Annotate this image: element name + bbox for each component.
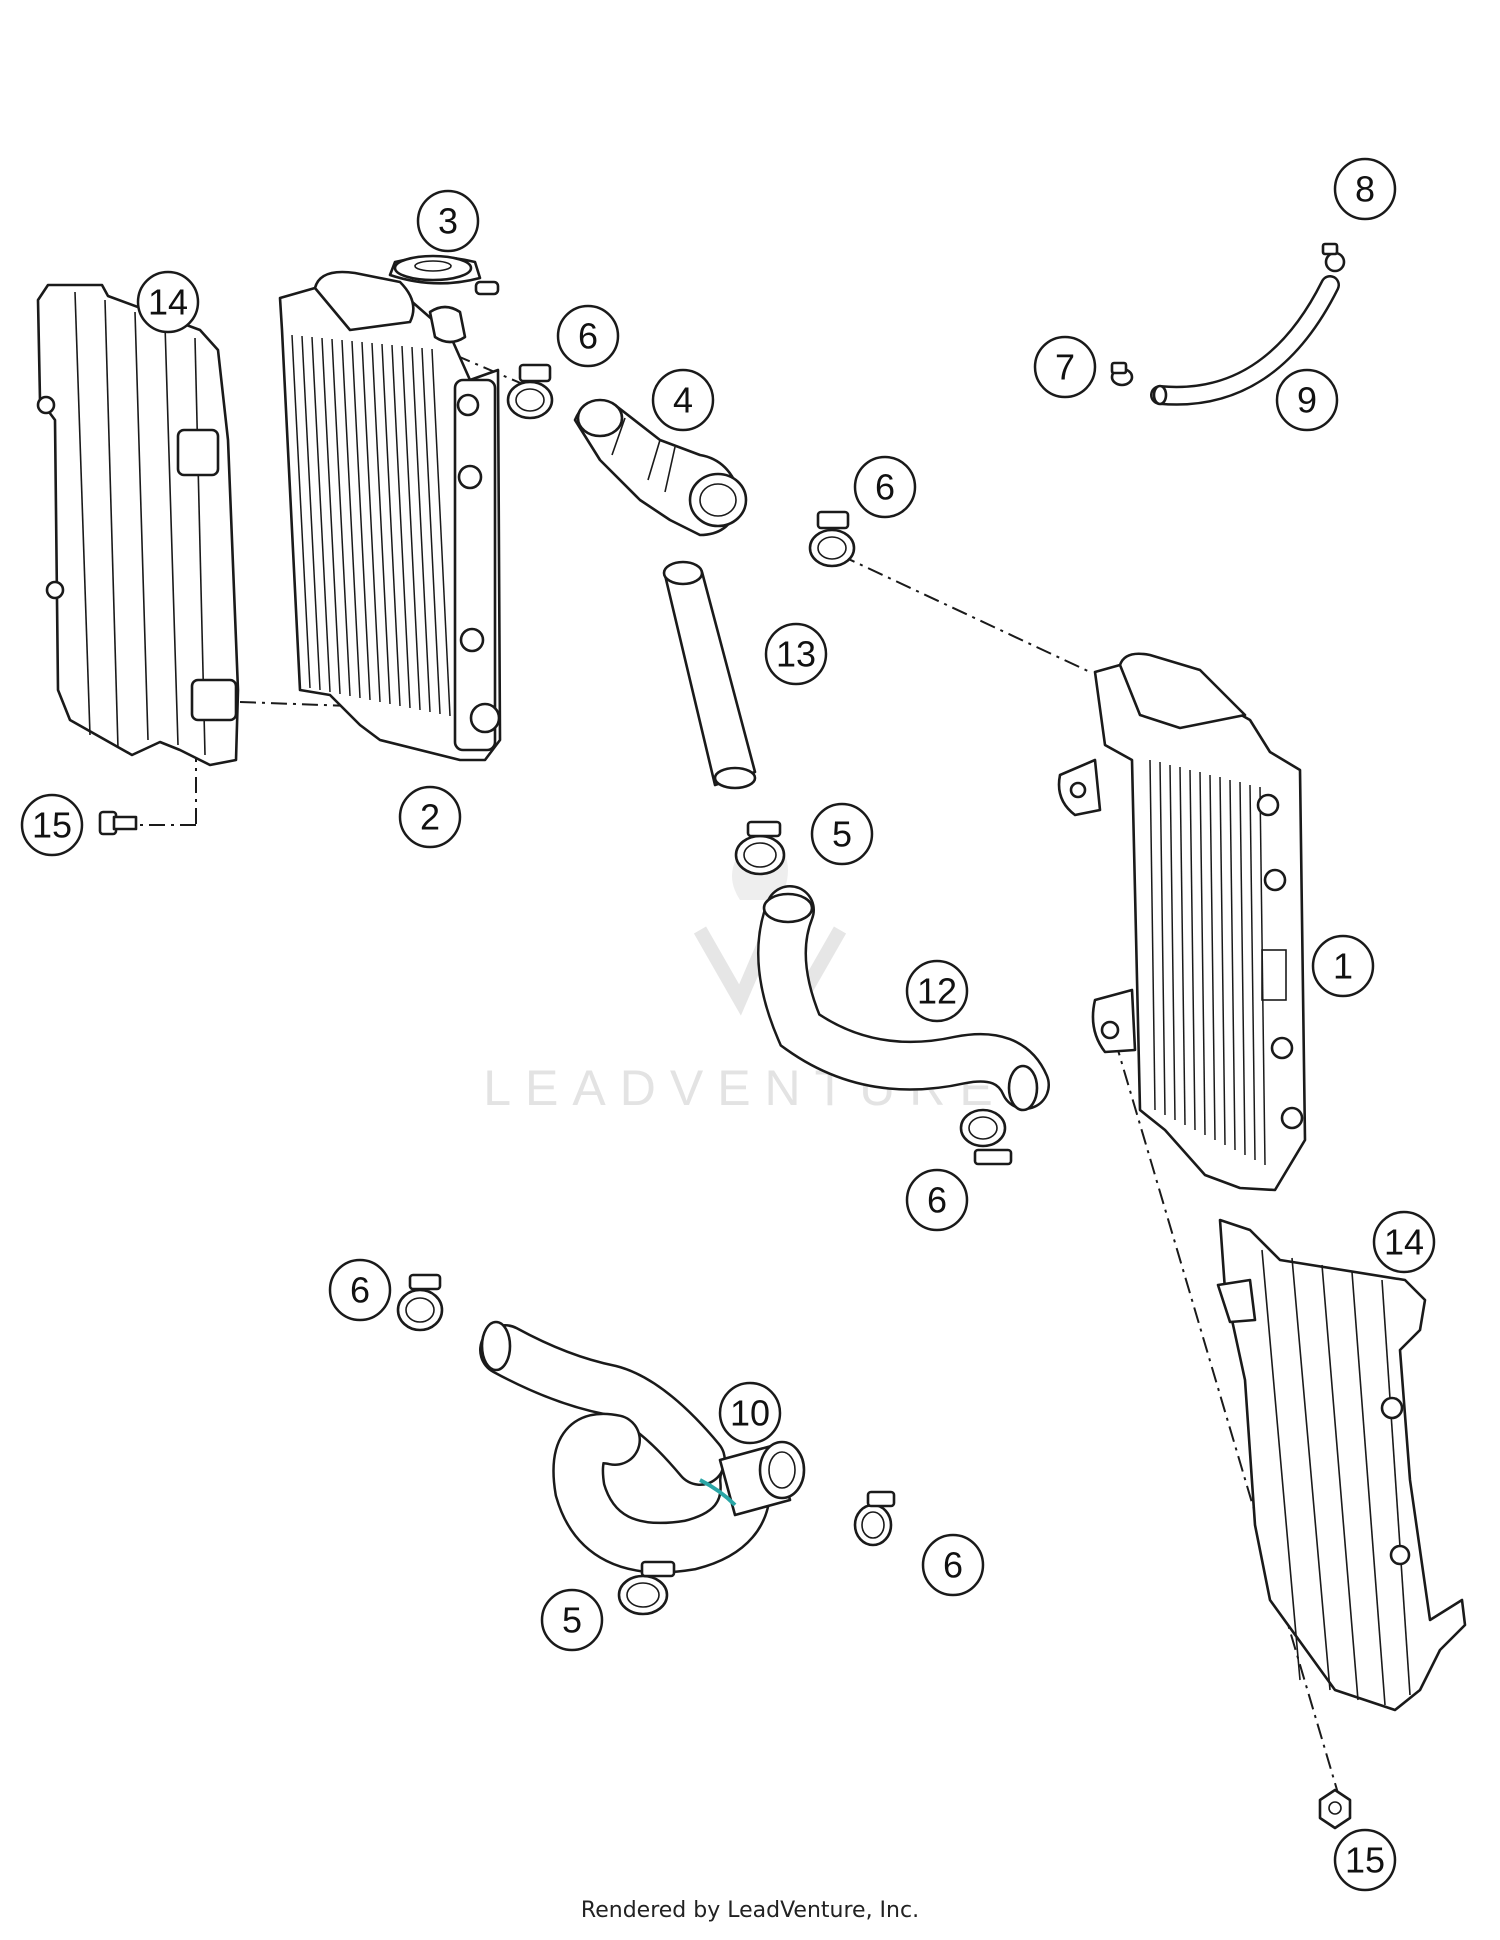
svg-text:9: 9 bbox=[1297, 380, 1317, 421]
hose-clamp-b bbox=[808, 510, 856, 568]
callout-8: 8 bbox=[1333, 157, 1397, 221]
svg-text:6: 6 bbox=[927, 1180, 947, 1221]
hose-curved-12 bbox=[757, 885, 1050, 1112]
svg-text:3: 3 bbox=[438, 201, 458, 242]
breather-hose bbox=[1150, 275, 1340, 406]
leader-bolt-right bbox=[1114, 1039, 1341, 1801]
hose-clip-small-7 bbox=[1110, 361, 1134, 387]
radiator-right bbox=[1057, 652, 1307, 1192]
callout-12: 12 bbox=[905, 959, 969, 1023]
leader-shroud-left bbox=[239, 701, 461, 711]
callout-3: 3 bbox=[416, 189, 480, 253]
svg-text:6: 6 bbox=[350, 1270, 370, 1311]
svg-text:10: 10 bbox=[730, 1393, 770, 1434]
hose-clip-small-8 bbox=[1321, 242, 1346, 273]
svg-text:1: 1 bbox=[1333, 946, 1353, 987]
radiator-left bbox=[278, 270, 502, 762]
callout-6-c: 6 bbox=[905, 1168, 969, 1232]
callout-6-d: 6 bbox=[328, 1258, 392, 1322]
svg-text:6: 6 bbox=[578, 316, 598, 357]
callout-14-left: 14 bbox=[136, 270, 200, 334]
radiator-shroud-right bbox=[1216, 1218, 1467, 1712]
callout-9: 9 bbox=[1275, 368, 1339, 432]
hose-clamp-5b bbox=[617, 1560, 676, 1616]
hose-y-10 bbox=[479, 1320, 806, 1574]
footer-credit: Rendered by LeadVenture, Inc. bbox=[580, 1898, 920, 1923]
svg-text:5: 5 bbox=[562, 1600, 582, 1641]
radiator-shroud-left bbox=[36, 283, 240, 767]
radiator-cap bbox=[388, 254, 500, 296]
hose-clamp-5a bbox=[734, 820, 786, 876]
svg-text:6: 6 bbox=[943, 1545, 963, 1586]
svg-text:13: 13 bbox=[776, 634, 816, 675]
hose-straight bbox=[662, 560, 757, 790]
leader-lines bbox=[132, 354, 1341, 1801]
svg-text:5: 5 bbox=[832, 814, 852, 855]
svg-text:14: 14 bbox=[1384, 1222, 1424, 1263]
callout-15-right: 15 bbox=[1333, 1828, 1397, 1892]
hose-clamp-e bbox=[853, 1490, 896, 1547]
hose-clamp-d bbox=[396, 1273, 444, 1332]
radiator-right-fins bbox=[1149, 759, 1266, 1166]
leader-clamp-right bbox=[839, 554, 1091, 673]
hose-clamp-c bbox=[959, 1108, 1013, 1166]
callout-10: 10 bbox=[718, 1381, 782, 1445]
callout-13: 13 bbox=[764, 622, 828, 686]
callout-7: 7 bbox=[1033, 335, 1097, 399]
callout-1: 1 bbox=[1311, 934, 1375, 998]
hose-clamp-a bbox=[506, 363, 554, 420]
callout-4: 4 bbox=[651, 368, 715, 432]
svg-text:8: 8 bbox=[1355, 169, 1375, 210]
bolt-right bbox=[1318, 1788, 1352, 1830]
callout-6-e: 6 bbox=[921, 1533, 985, 1597]
callout-2: 2 bbox=[398, 785, 462, 849]
callouts: 14 3 6 4 8 7 9 6 bbox=[20, 157, 1436, 1892]
svg-text:6: 6 bbox=[875, 467, 895, 508]
radiator-left-fins bbox=[291, 334, 451, 717]
callout-14-right: 14 bbox=[1372, 1210, 1436, 1274]
hose-y-accent-band bbox=[699, 1478, 737, 1507]
svg-text:14: 14 bbox=[148, 282, 188, 323]
svg-text:4: 4 bbox=[673, 380, 693, 421]
callout-15-left: 15 bbox=[20, 793, 84, 857]
svg-text:15: 15 bbox=[32, 805, 72, 846]
svg-text:15: 15 bbox=[1345, 1840, 1385, 1881]
callout-6-b: 6 bbox=[853, 455, 917, 519]
callout-6-a: 6 bbox=[556, 304, 620, 368]
callout-5-a: 5 bbox=[810, 802, 874, 866]
svg-text:2: 2 bbox=[420, 797, 440, 838]
bolt-left bbox=[98, 810, 138, 836]
svg-text:7: 7 bbox=[1055, 347, 1075, 388]
leader-cap-clamp bbox=[454, 354, 526, 386]
t-fitting-hose bbox=[573, 398, 748, 537]
callout-5-b: 5 bbox=[540, 1588, 604, 1652]
svg-text:12: 12 bbox=[917, 971, 957, 1012]
